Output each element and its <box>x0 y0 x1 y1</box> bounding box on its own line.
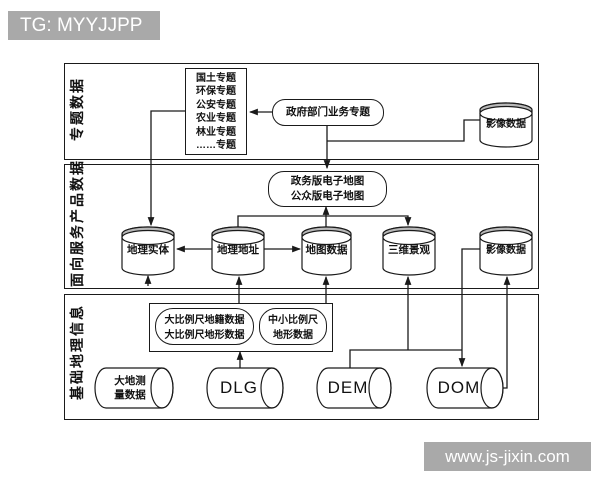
emap-line1: 政务版电子地图 <box>290 175 365 187</box>
label-image-data-mid: 影像数据 <box>486 245 526 256</box>
large-scale-line1: 大比例尺地籍数据 <box>164 315 245 326</box>
arrow-image-to-dom <box>458 248 480 368</box>
label-map-data: 地图数据 <box>305 244 348 256</box>
section-base-geo-box <box>64 294 539 420</box>
arrow-address-to-3d <box>237 215 412 227</box>
cylinder-geo-address <box>211 226 265 276</box>
node-large-scale-data: 大比例尺地籍数据 大比例尺地形数据 <box>155 308 254 345</box>
label-image-data-top: 影像数据 <box>486 119 526 130</box>
label-dom: DOM <box>437 378 481 397</box>
large-scale-line2: 大比例尺地形数据 <box>164 330 245 341</box>
cylinder-geo-entity <box>121 226 175 276</box>
node-electronic-map: 政务版电子地图 公众版电子地图 <box>268 171 387 207</box>
watermark-bottom-right: www.js-jixin.com <box>424 442 591 471</box>
arrow-dom-to-image <box>503 275 511 389</box>
mid-scale-line2: 地形数据 <box>273 330 313 341</box>
topic-item: 公安专题 <box>196 99 236 111</box>
topic-item: 农业专题 <box>196 113 236 125</box>
node-gov-business-topics: 政府部门业务专题 <box>272 99 384 126</box>
cylinder-dem <box>316 367 392 409</box>
link-imagetop-to-govline <box>327 119 480 142</box>
watermark-top-left: TG: MYYJJPP <box>8 11 160 40</box>
emap-line2: 公众版电子地图 <box>290 189 365 202</box>
cylinder-dom <box>426 367 504 409</box>
label-scene-3d: 三维景观 <box>388 244 430 256</box>
label-dlg: DLG <box>220 378 258 397</box>
arrow-topics-to-geo-entity <box>147 110 185 227</box>
section-service-products-box <box>64 164 539 289</box>
topic-item: 环保专题 <box>196 86 236 98</box>
cylinder-image-data-mid <box>479 226 533 276</box>
label-dem: DEM <box>327 378 369 397</box>
label-geodetic-data: 大地测 量数据 <box>100 374 160 402</box>
geodetic-line2: 量数据 <box>114 389 146 401</box>
topic-item: 国土专题 <box>196 73 236 84</box>
section-thematic-data-box <box>64 63 539 160</box>
cylinder-geodetic <box>94 367 174 409</box>
topic-list-box: 国土专题 环保专题 公安专题 农业专题 林业专题 ……专题 <box>185 68 247 155</box>
cylinder-dlg <box>206 367 284 409</box>
topic-item: ……专题 <box>196 140 236 152</box>
topic-item: 林业专题 <box>196 126 236 138</box>
geodetic-line1: 大地测 <box>114 375 146 387</box>
label-geo-address: 地理地址 <box>217 244 259 256</box>
node-mid-small-scale-data: 中小比例尺 地形数据 <box>259 308 327 345</box>
cylinder-scene-3d <box>382 226 436 276</box>
mid-scale-line1: 中小比例尺 <box>268 315 318 326</box>
link-dem-branch <box>349 349 462 368</box>
cylinder-map-data <box>301 226 352 276</box>
cylinder-image-data-top <box>479 102 533 148</box>
label-geo-entity: 地理实体 <box>127 244 169 256</box>
